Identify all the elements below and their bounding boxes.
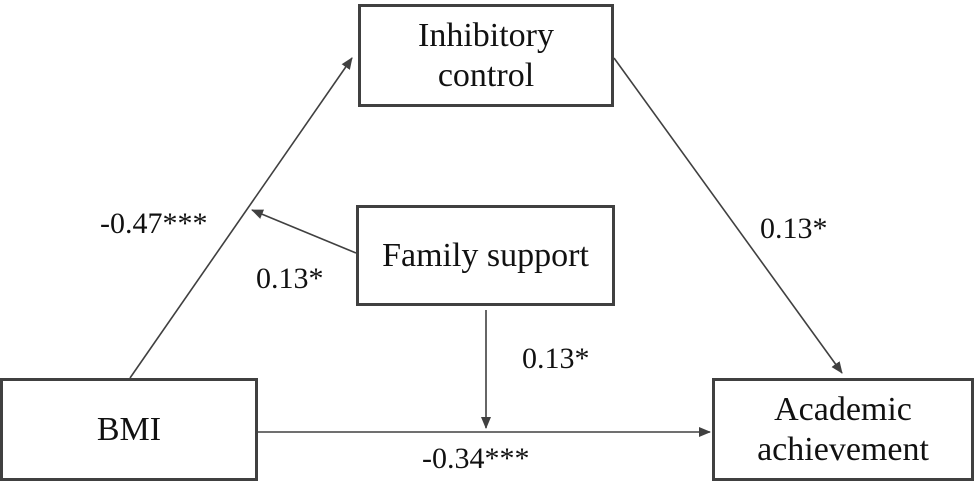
node-label: BMI xyxy=(96,410,162,448)
arrow-bmi-to-inhibitory xyxy=(129,57,353,379)
node-label: Academic achievement xyxy=(757,390,929,468)
coefficient-bmi-to-academic: -0.34*** xyxy=(422,442,530,475)
node-label: Family support xyxy=(382,236,589,274)
arrow-family-to-bmi-inhibitory-path xyxy=(251,209,357,254)
coefficient-bmi-to-inhibitory: -0.47*** xyxy=(100,207,208,240)
coefficient-family-to-bmi-academic-path: 0.13* xyxy=(522,342,590,375)
coefficient-family-to-bmi-inhibitory-path: 0.13* xyxy=(256,262,324,295)
node-academic-achievement: Academic achievement xyxy=(712,378,974,481)
node-bmi: BMI xyxy=(0,378,258,481)
node-family-support: Family support xyxy=(356,205,615,306)
node-inhibitory-control: Inhibitory control xyxy=(358,4,614,107)
coefficient-inhibitory-to-academic: 0.13* xyxy=(760,212,828,245)
arrow-inhibitory-to-academic xyxy=(613,57,843,374)
node-label: Inhibitory control xyxy=(418,16,554,94)
